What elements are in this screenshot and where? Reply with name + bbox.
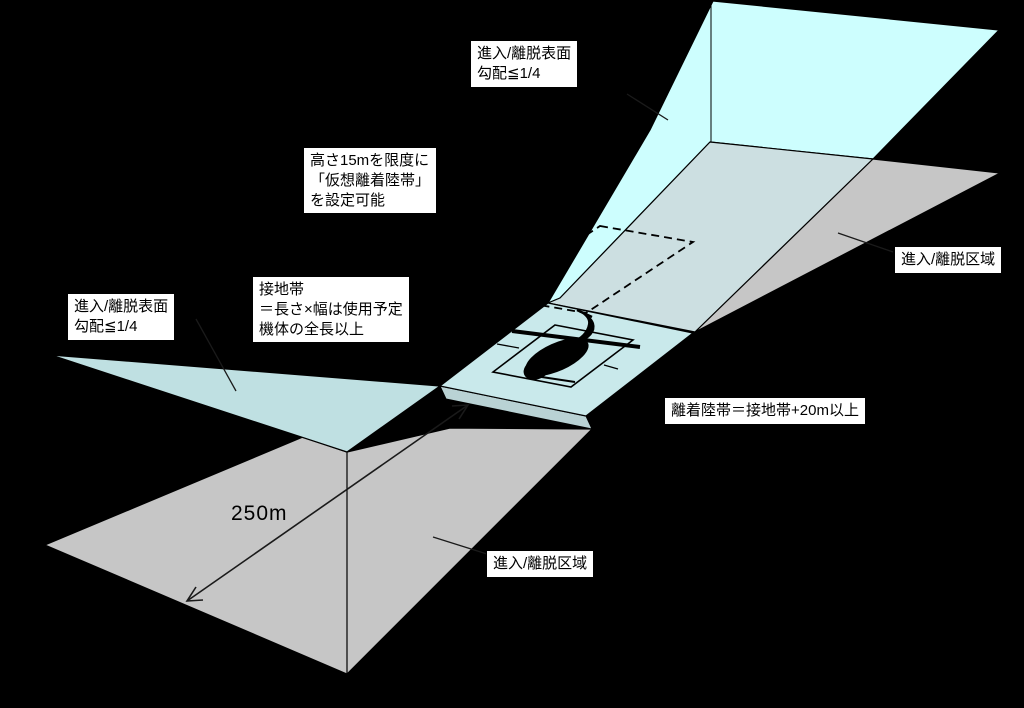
label-distance-250m: 250m xyxy=(231,502,288,525)
touchdown-tick-right xyxy=(603,364,619,370)
surface-approach-left xyxy=(50,354,441,453)
helicopter-icon xyxy=(511,308,641,383)
leader-approach-surface-left xyxy=(195,318,237,392)
label-virtual-zone-note: 高さ15mを限度に 「仮想離着陸帯」 を設定可能 xyxy=(303,147,438,215)
touchdown-zone-outline xyxy=(491,324,635,388)
label-approach-surface-top: 進入/離脱表面 勾配≦1/4 xyxy=(470,40,579,88)
leader-approach-surface-top xyxy=(626,93,669,121)
label-landing-zone-note: 離着陸帯＝接地帯+20m以上 xyxy=(664,397,866,425)
surface-approach-area-right xyxy=(694,158,1001,333)
label-approach-area-right: 進入/離脱区域 xyxy=(894,246,1003,274)
touchdown-tick-left xyxy=(496,343,520,349)
leader-approach-area-right xyxy=(837,232,894,253)
leader-approach-area-bottom xyxy=(432,536,488,555)
label-approach-surface-left: 進入/離脱表面 勾配≦1/4 xyxy=(67,293,176,341)
label-approach-area-bottom: 進入/離脱区域 xyxy=(486,550,595,578)
label-touchdown-zone-note: 接地帯 ＝長さ×幅は使用予定 機体の全長以上 xyxy=(252,276,410,344)
dimension-arrow-250m xyxy=(185,404,470,602)
